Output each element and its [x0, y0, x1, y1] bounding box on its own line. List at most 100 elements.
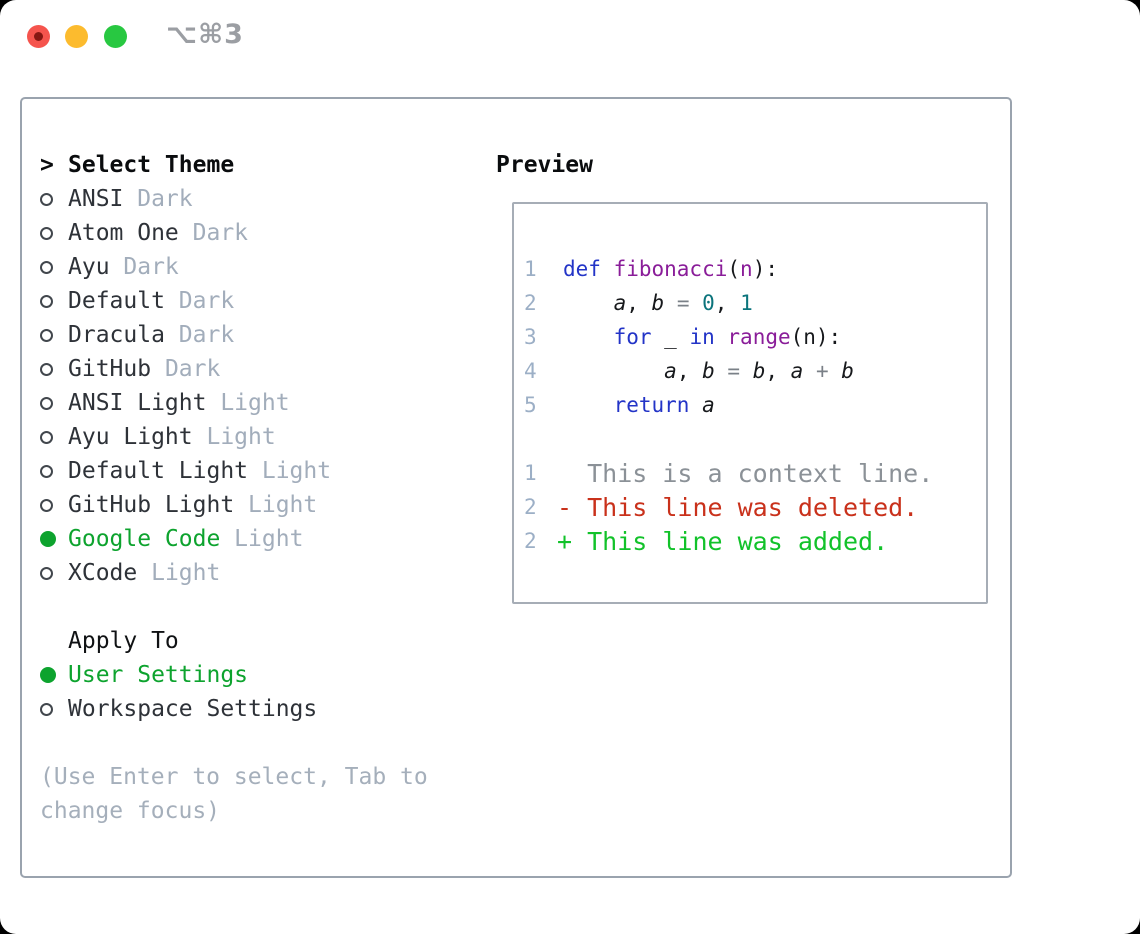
code-segment: ,: [676, 359, 703, 383]
theme-label: Default Light Light: [68, 458, 331, 484]
preview-line: 3 for _ in range(n):: [514, 320, 986, 354]
preview-line: 2+ This line was added.: [514, 524, 986, 558]
radio-icon: [40, 226, 68, 240]
apply-option-user-settings[interactable]: User Settings: [22, 658, 492, 692]
radio-icon: [40, 702, 68, 716]
theme-option-google-code[interactable]: Google Code Light: [22, 522, 492, 556]
line-number: 1: [524, 461, 537, 485]
theme-option-ayu-light[interactable]: Ayu Light Light: [22, 420, 492, 454]
radio-selected-icon: [40, 667, 68, 683]
code-segment: [563, 393, 614, 417]
theme-label: XCode Light: [68, 560, 220, 586]
radio-icon: [40, 498, 68, 512]
code-segment: def: [563, 257, 614, 281]
theme-variant: Dark: [109, 254, 179, 280]
theme-name: Default: [68, 288, 165, 314]
theme-name: Default Light: [68, 458, 249, 484]
titlebar: ⌥⌘3: [0, 0, 1140, 76]
theme-variant: Light: [248, 458, 332, 484]
radio-icon: [40, 566, 68, 580]
minimize-button[interactable]: [65, 25, 88, 48]
theme-label: Ayu Light Light: [68, 424, 276, 450]
line-number: 2: [524, 529, 537, 553]
theme-label: GitHub Dark: [68, 356, 220, 382]
code-segment: a: [790, 359, 804, 383]
line-number: 2: [524, 291, 537, 315]
code-segment: (n):: [790, 325, 842, 349]
radio-icon: [40, 430, 68, 444]
help-text-line-2: change focus): [40, 798, 221, 824]
theme-name: Dracula: [68, 322, 165, 348]
code-segment: b: [651, 291, 665, 315]
code-segment: [715, 325, 728, 349]
apply-to-title: Apply To: [68, 628, 179, 654]
theme-name: Atom One: [68, 220, 179, 246]
preview-line: 1 This is a context line.: [514, 456, 986, 490]
select-theme-title: Select Theme: [68, 152, 235, 178]
code-segment: +: [803, 359, 842, 383]
radio-icon: [40, 328, 68, 342]
radio-icon: [40, 396, 68, 410]
apply-option-label: Workspace Settings: [68, 696, 318, 722]
theme-name: Ayu Light: [68, 424, 193, 450]
theme-label: Atom One Dark: [68, 220, 248, 246]
code-segment: a: [702, 393, 715, 417]
preview-line: 4 a, b = b, a + b: [514, 354, 986, 388]
theme-variant: Dark: [164, 322, 235, 348]
code-segment: n: [740, 257, 753, 281]
theme-name: ANSI: [68, 186, 124, 212]
theme-label: Default Dark: [68, 288, 234, 314]
code-segment: This is a context line.: [557, 458, 934, 488]
code-segment: fibonacci: [613, 257, 728, 281]
theme-option-ansi-light[interactable]: ANSI Light Light: [22, 386, 492, 420]
theme-variant: Dark: [151, 356, 221, 382]
zoom-button[interactable]: [104, 25, 127, 48]
spacer: [22, 726, 492, 760]
spacer: [22, 590, 492, 624]
code-segment: a: [664, 359, 677, 383]
code-segment: ,: [765, 359, 791, 383]
code-segment: range: [727, 325, 791, 349]
code-segment: ):: [752, 257, 778, 281]
help-text-line-1: (Use Enter to select, Tab to: [40, 764, 428, 790]
prompt-icon: >: [40, 152, 54, 178]
theme-variant: Light: [206, 390, 290, 416]
code-segment: ,: [714, 291, 741, 315]
theme-option-github[interactable]: GitHub Dark: [22, 352, 492, 386]
radio-icon: [40, 294, 68, 308]
apply-option-workspace-settings[interactable]: Workspace Settings: [22, 692, 492, 726]
theme-option-atom-one[interactable]: Atom One Dark: [22, 216, 492, 250]
theme-option-dracula[interactable]: Dracula Dark: [22, 318, 492, 352]
select-theme-header: > Select Theme: [22, 148, 492, 182]
preview-line: 2- This line was deleted.: [514, 490, 986, 524]
theme-option-github-light[interactable]: GitHub Light Light: [22, 488, 492, 522]
code-segment: [563, 291, 614, 315]
theme-variant: Dark: [164, 288, 235, 314]
code-segment: return: [613, 393, 690, 417]
theme-option-default[interactable]: Default Dark: [22, 284, 492, 318]
theme-variant: Light: [220, 526, 304, 552]
line-number: 4: [524, 359, 537, 383]
code-segment: =: [714, 359, 753, 383]
keyboard-shortcut-label: ⌥⌘3: [166, 19, 244, 50]
theme-option-ayu[interactable]: Ayu Dark: [22, 250, 492, 284]
theme-name: GitHub: [68, 356, 152, 382]
code-segment: - This line was deleted.: [557, 492, 919, 522]
theme-option-default-light[interactable]: Default Light Light: [22, 454, 492, 488]
radio-icon: [40, 464, 68, 478]
code-segment: [689, 393, 702, 417]
theme-label: Ayu Dark: [68, 254, 179, 280]
code-segment: in: [689, 325, 715, 349]
theme-label: Dracula Dark: [68, 322, 234, 348]
close-button[interactable]: [27, 25, 50, 48]
theme-option-ansi[interactable]: ANSI Dark: [22, 182, 492, 216]
theme-option-xcode[interactable]: XCode Light: [22, 556, 492, 590]
theme-variant: Light: [234, 492, 318, 518]
code-segment: ,: [626, 291, 652, 315]
theme-name: XCode: [68, 560, 138, 586]
